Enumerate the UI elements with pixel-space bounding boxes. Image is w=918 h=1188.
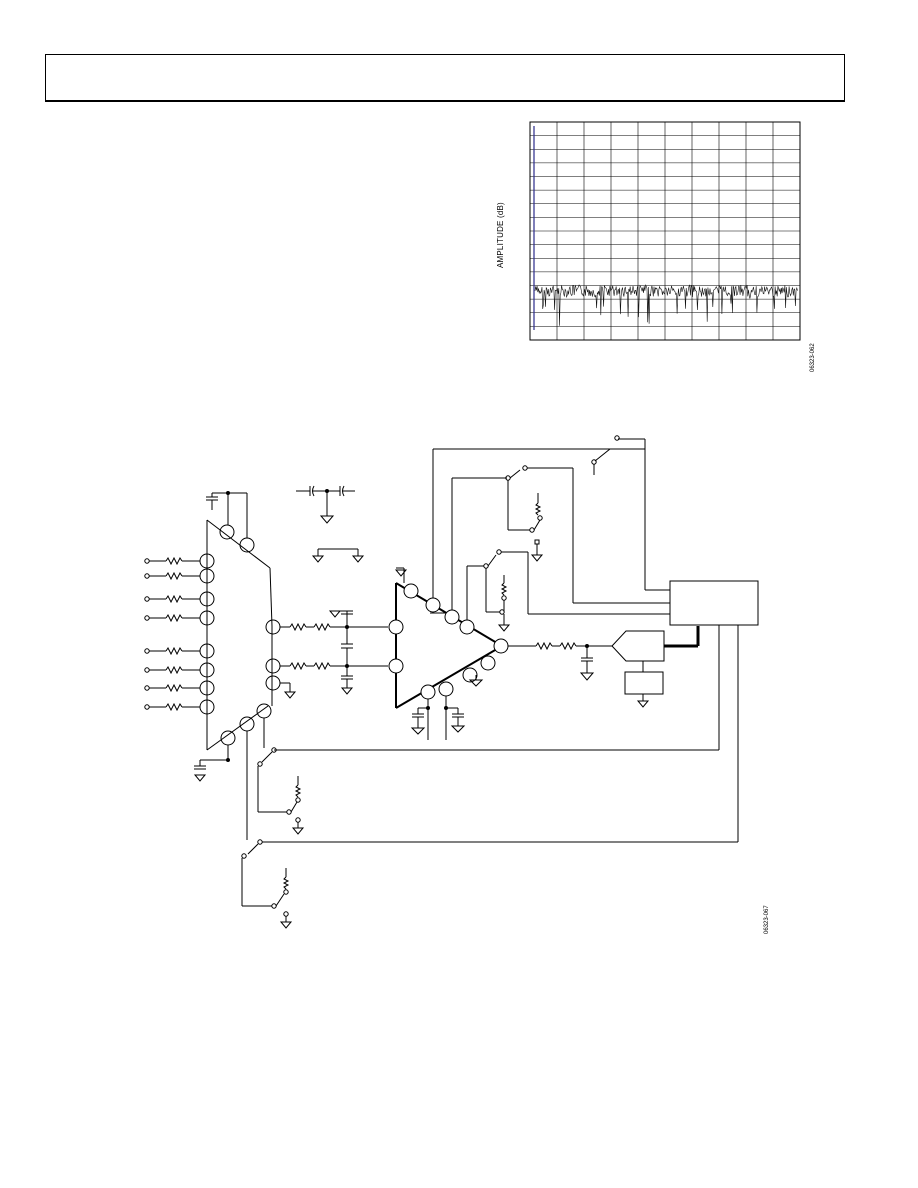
reference-caps — [296, 485, 365, 563]
input-terminal — [144, 685, 150, 691]
input-resistor — [165, 556, 183, 566]
input-terminal — [144, 648, 150, 654]
mux-top-circuits — [206, 491, 255, 553]
controller-block — [669, 580, 759, 626]
differential-filter — [280, 610, 388, 695]
noise-floor-trace — [534, 284, 798, 326]
control-lines — [241, 435, 739, 929]
mux-inputs — [144, 553, 215, 715]
input-terminal — [144, 596, 150, 602]
adc-block — [611, 626, 700, 708]
pga-amplifier — [388, 567, 509, 709]
schematic-figure-id: 06323-067 — [764, 905, 770, 934]
input-resistor — [165, 683, 183, 693]
input-terminal — [144, 615, 150, 621]
page-header-box — [45, 54, 845, 102]
input-resistor — [165, 613, 183, 623]
mux-outputs — [193, 619, 297, 782]
input-resistor — [165, 646, 183, 656]
adc-input-filter — [508, 641, 612, 681]
input-terminal — [144, 704, 150, 710]
input-terminal — [144, 667, 150, 673]
input-terminal — [144, 558, 150, 564]
input-multiplexer — [206, 519, 273, 751]
input-terminal — [144, 573, 150, 579]
pga-bottom-caps — [410, 675, 484, 740]
input-resistor — [165, 594, 183, 604]
input-resistor — [165, 665, 183, 675]
chart-grid — [530, 122, 800, 340]
input-resistor — [165, 571, 183, 581]
input-resistor — [165, 702, 183, 712]
